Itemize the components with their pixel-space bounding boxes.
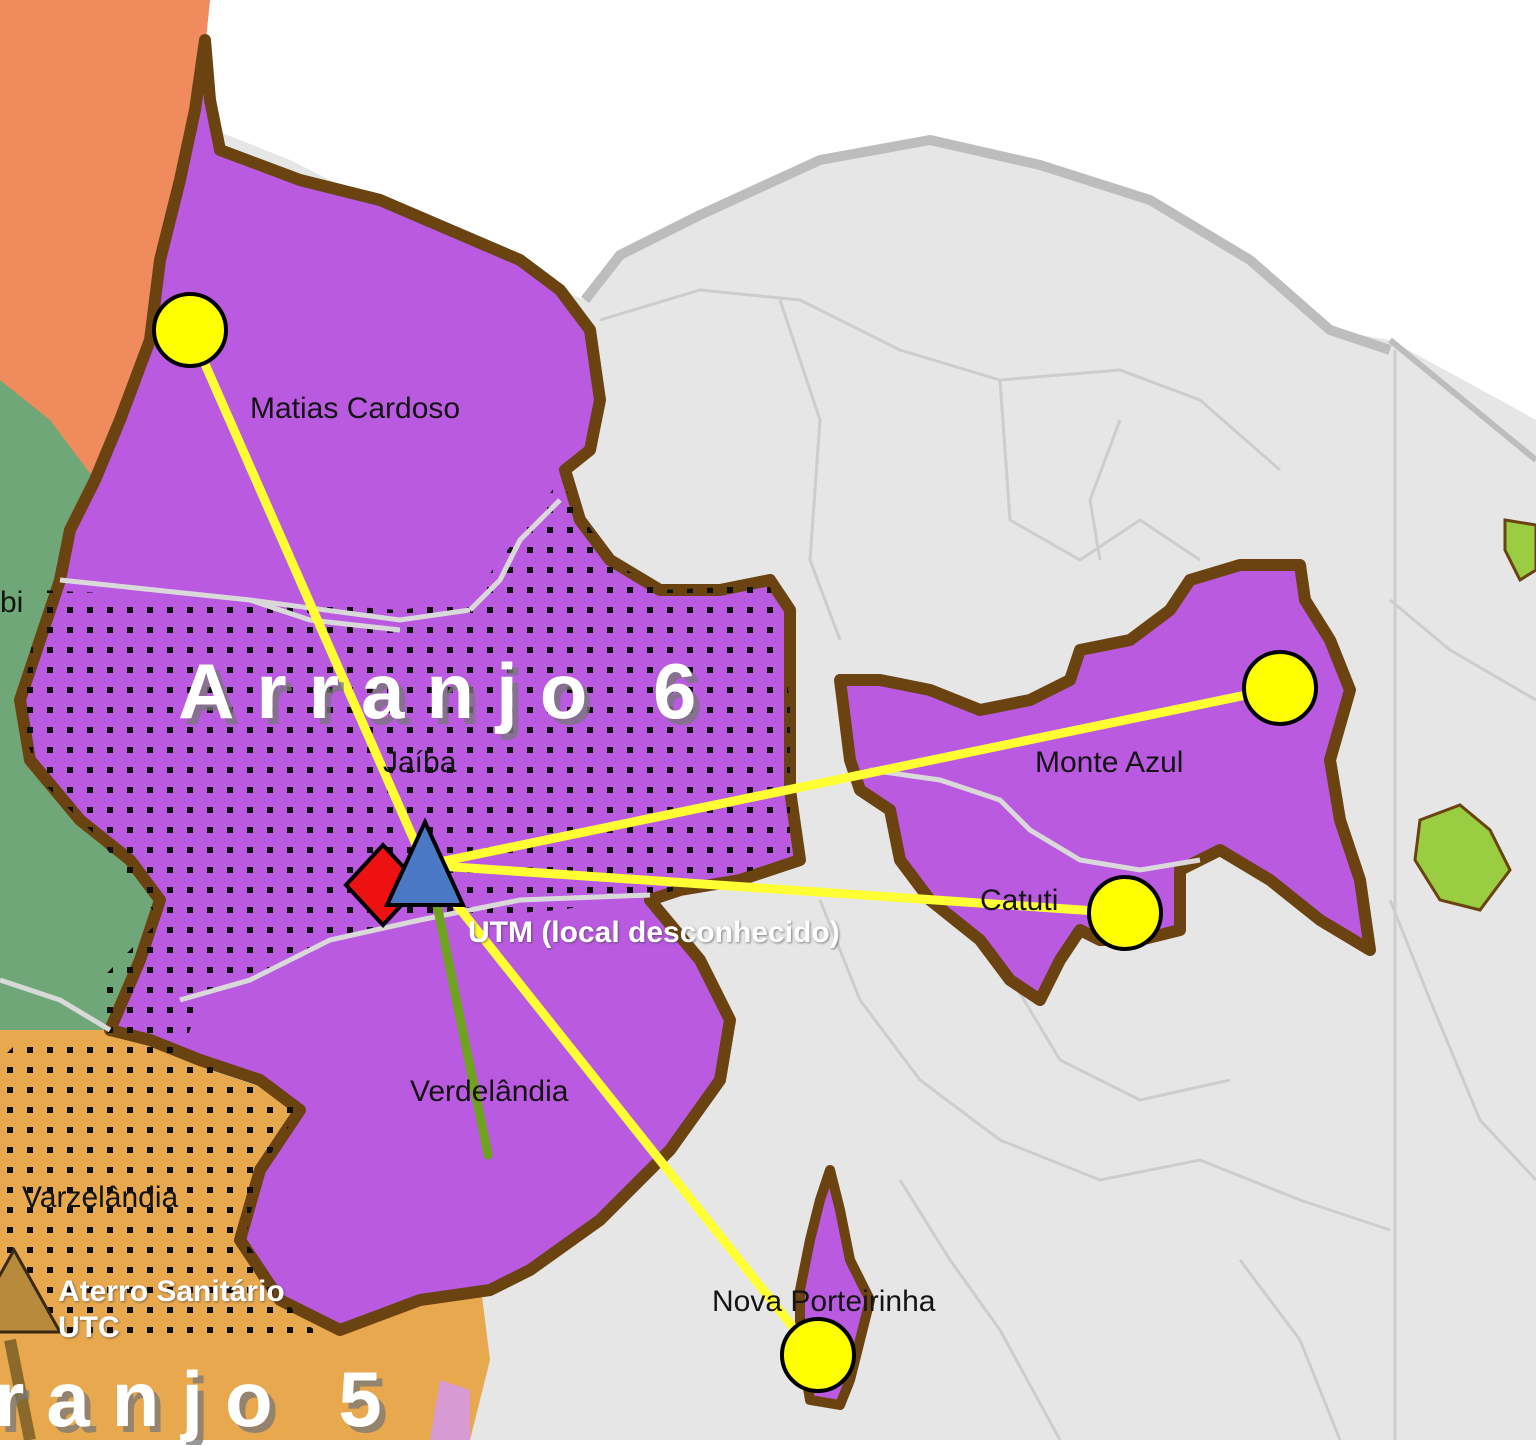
- arranjo6-label: Arranjo 6: [178, 647, 719, 735]
- region-west: [0, 380, 160, 1030]
- label-jaiba: Jaíba: [383, 746, 457, 779]
- city-marker-monte-azul[interactable]: [1242, 650, 1318, 726]
- city-marker-nova-porteirinha[interactable]: [780, 1317, 856, 1393]
- label-west-partial: bi: [0, 586, 24, 619]
- label-matias-cardoso: Matias Cardoso: [250, 392, 461, 425]
- green-connection-line: [427, 875, 493, 1160]
- label-catuti: Catuti: [980, 884, 1059, 917]
- city-marker-catuti[interactable]: [1087, 875, 1163, 951]
- landfill-triangle-icon[interactable]: [0, 1246, 63, 1334]
- connection-lines: [185, 325, 1285, 1360]
- region-east-green-2: [1503, 518, 1536, 583]
- region-monte-azul: [834, 559, 1376, 1006]
- arranjo5-label: ranjo 5: [0, 1355, 404, 1443]
- state-border-east: [1388, 337, 1536, 463]
- label-utm: UTM (local desconhecido): [468, 916, 840, 949]
- region-south-pink: [430, 1380, 470, 1440]
- region-east-green-1: [1413, 803, 1512, 912]
- label-nova-porteirinha: Nova Porteirinha: [712, 1285, 936, 1318]
- label-varzelandia: Varzelândia: [22, 1181, 179, 1214]
- monte-azul-inner-line: [869, 767, 1201, 873]
- blue-triangle-icon[interactable]: [383, 817, 467, 907]
- region-northwest: [0, 0, 210, 480]
- landfill-line: [4, 1338, 36, 1442]
- label-verdelandia: Verdelândia: [410, 1075, 569, 1108]
- city-markers: [152, 292, 1318, 1393]
- state-border: [581, 135, 1392, 355]
- inner-boundaries: [0, 498, 651, 1033]
- label-aterro-line1: Aterro Sanitário: [58, 1275, 285, 1308]
- region-arranjo5-dots: [0, 1040, 330, 1340]
- label-aterro-line2: UTC: [58, 1311, 120, 1344]
- region-arranjo6-dots: [20, 480, 790, 1060]
- outside-area: [200, 0, 1536, 420]
- label-monte-azul: Monte Azul: [1035, 746, 1184, 779]
- municipal-lines: [599, 288, 1536, 1441]
- city-marker-matias-cardoso[interactable]: [152, 292, 228, 368]
